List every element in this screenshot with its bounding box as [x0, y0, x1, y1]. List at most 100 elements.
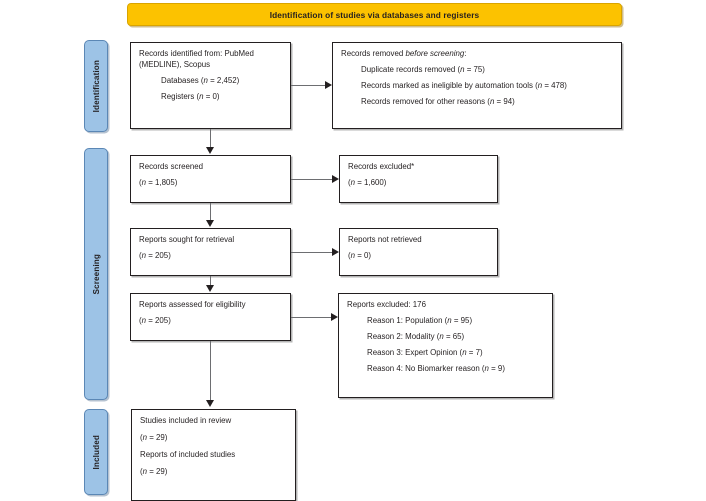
reports-sought-value: = 205) — [146, 250, 171, 260]
removed-other-n-italic: n — [489, 96, 495, 106]
reason-4-count: = 9) — [488, 363, 505, 373]
reason-4-no-biomarker: Reason 4: No Biomarker reason (n = 9) — [347, 363, 544, 373]
records-identified-line2: (MEDLINE), Scopus — [139, 59, 211, 69]
reason-2-count: = 65) — [443, 331, 465, 341]
records-removed-title: Records removed before screening: — [341, 50, 613, 58]
reports-assessed-paren-open: ( — [139, 315, 142, 325]
reason-4-n-italic: n — [484, 363, 489, 373]
ineligible-automation-count: = 478) — [542, 80, 567, 90]
box-studies-included: Studies included in review (n = 29) Repo… — [131, 409, 296, 501]
reason-3-n-italic: n — [462, 347, 467, 357]
reason-1-label: Reason 1: Population ( — [367, 315, 448, 325]
reports-included-n-italic: n — [142, 466, 148, 476]
reports-excluded-title: Reports excluded: 176 — [347, 300, 426, 309]
reports-included-paren-open: ( — [140, 466, 143, 476]
records-screened-paren-open: ( — [139, 177, 142, 187]
studies-included-n-italic: n — [142, 432, 148, 442]
reports-sought-n-italic: n — [141, 250, 147, 260]
records-screened-n-italic: n — [141, 177, 147, 187]
reports-assessed-n-italic: n — [141, 315, 147, 325]
connector-identified-to-screened — [210, 129, 211, 148]
duplicate-records-removed: Duplicate records removed (n = 75) — [341, 64, 613, 74]
reason-1-n-italic: n — [447, 315, 452, 325]
duplicate-records-label: Duplicate records removed ( — [361, 64, 461, 74]
reports-assessed-count: (n = 205) — [139, 315, 282, 325]
phase-banner-label: Identification of studies via databases … — [269, 9, 480, 20]
phase-bar-included: Included — [84, 409, 108, 495]
studies-included-title: Studies included in review — [140, 416, 232, 425]
reports-included-title: Reports of included studies — [140, 449, 236, 459]
connector-assessed-to-included — [210, 341, 211, 401]
reports-not-retrieved-n-italic: n — [350, 250, 356, 260]
phase-bar-screening: Screening — [84, 148, 108, 400]
studies-included-value: = 29) — [147, 432, 168, 442]
records-removed-title-pre: Records removed — [341, 49, 406, 58]
reason-2-label: Reason 2: Modality ( — [367, 331, 440, 341]
connector-sought-to-assessed — [210, 276, 211, 286]
studies-included-paren-open: ( — [140, 432, 143, 442]
reports-included-count: (n = 29) — [140, 466, 287, 476]
phase-bar-label-identification: Identification — [91, 59, 101, 113]
reports-not-retrieved-paren-open: ( — [348, 250, 351, 260]
ineligible-automation-n-italic: n — [537, 80, 543, 90]
ineligible-automation-label: Records marked as ineligible by automati… — [361, 80, 538, 90]
reports-sought-count: (n = 205) — [139, 250, 282, 260]
records-screened-value: = 1,805) — [146, 177, 178, 187]
reason-1-population: Reason 1: Population (n = 95) — [347, 315, 544, 325]
reason-3-count: = 7) — [466, 347, 483, 357]
databases-label: Databases ( — [161, 75, 204, 85]
arrowhead-to-records-removed — [325, 80, 332, 89]
reason-4-label: Reason 4: No Biomarker reason ( — [367, 363, 485, 373]
registers-n-italic: n — [199, 91, 204, 101]
records-screened-title: Records screened — [139, 162, 204, 171]
box-records-removed: Records removed before screening: Duplic… — [332, 42, 622, 129]
arrowhead-to-studies-included — [205, 400, 214, 407]
records-identified-databases: Databases (n = 2,452) — [139, 75, 282, 85]
connector-screened-to-excluded — [291, 179, 332, 180]
records-removed-title-post: : — [464, 49, 467, 58]
removed-other-label: Records removed for other reasons ( — [361, 96, 490, 106]
removed-other-reasons: Records removed for other reasons (n = 9… — [341, 96, 613, 106]
records-excluded-paren-open: ( — [348, 177, 351, 187]
connector-assessed-to-reports-excluded — [291, 317, 331, 318]
databases-count: = 2,452) — [207, 75, 240, 85]
records-identified-registers: Registers (n = 0) — [139, 91, 282, 101]
reports-assessed-title: Reports assessed for eligibility — [139, 300, 246, 309]
records-excluded-value: = 1,600) — [355, 177, 387, 187]
studies-included-count: (n = 29) — [140, 432, 287, 442]
box-records-identified: Records identified from: PubMed (MEDLINE… — [130, 42, 291, 129]
records-excluded-count: (n = 1,600) — [348, 177, 489, 187]
reason-2-n-italic: n — [439, 331, 444, 341]
reports-not-retrieved-title: Reports not retrieved — [348, 235, 422, 244]
box-reports-assessed: Reports assessed for eligibility (n = 20… — [130, 293, 291, 341]
records-removed-title-italic: before screening — [405, 49, 465, 58]
records-screened-count: (n = 1,805) — [139, 177, 282, 187]
box-records-screened: Records screened (n = 1,805) — [130, 155, 291, 203]
reason-2-modality: Reason 2: Modality (n = 65) — [347, 331, 544, 341]
box-reports-excluded-reasons: Reports excluded: 176 Reason 1: Populati… — [338, 293, 553, 398]
duplicate-records-n-italic: n — [460, 64, 465, 74]
reports-included-value: = 29) — [147, 466, 168, 476]
reason-3-label: Reason 3: Expert Opinion ( — [367, 347, 463, 357]
arrowhead-to-records-screened — [205, 147, 214, 154]
box-records-excluded: Records excluded* (n = 1,600) — [339, 155, 498, 203]
ineligible-automation-tools: Records marked as ineligible by automati… — [341, 80, 613, 90]
connector-screened-to-sought — [210, 203, 211, 221]
reports-sought-paren-open: ( — [139, 250, 142, 260]
phase-banner-identification: Identification of studies via databases … — [127, 3, 622, 26]
reports-not-retrieved-value: = 0) — [355, 250, 372, 260]
reason-3-expert-opinion: Reason 3: Expert Opinion (n = 7) — [347, 347, 544, 357]
duplicate-records-count: = 75) — [464, 64, 485, 74]
phase-bar-label-included: Included — [91, 434, 101, 470]
arrowhead-to-records-excluded — [332, 174, 339, 183]
connector-sought-to-not-retrieved — [291, 252, 332, 253]
reason-1-count: = 95) — [451, 315, 473, 325]
records-excluded-title: Records excluded* — [348, 162, 415, 171]
arrowhead-to-reports-not-retrieved — [332, 247, 339, 256]
phase-bar-label-screening: Screening — [91, 253, 101, 295]
records-identified-line1: Records identified from: PubMed — [139, 49, 254, 58]
arrowhead-to-reports-assessed — [205, 285, 214, 292]
removed-other-count: = 94) — [494, 96, 515, 106]
registers-label: Registers ( — [161, 91, 200, 101]
reports-sought-title: Reports sought for retrieval — [139, 235, 235, 244]
